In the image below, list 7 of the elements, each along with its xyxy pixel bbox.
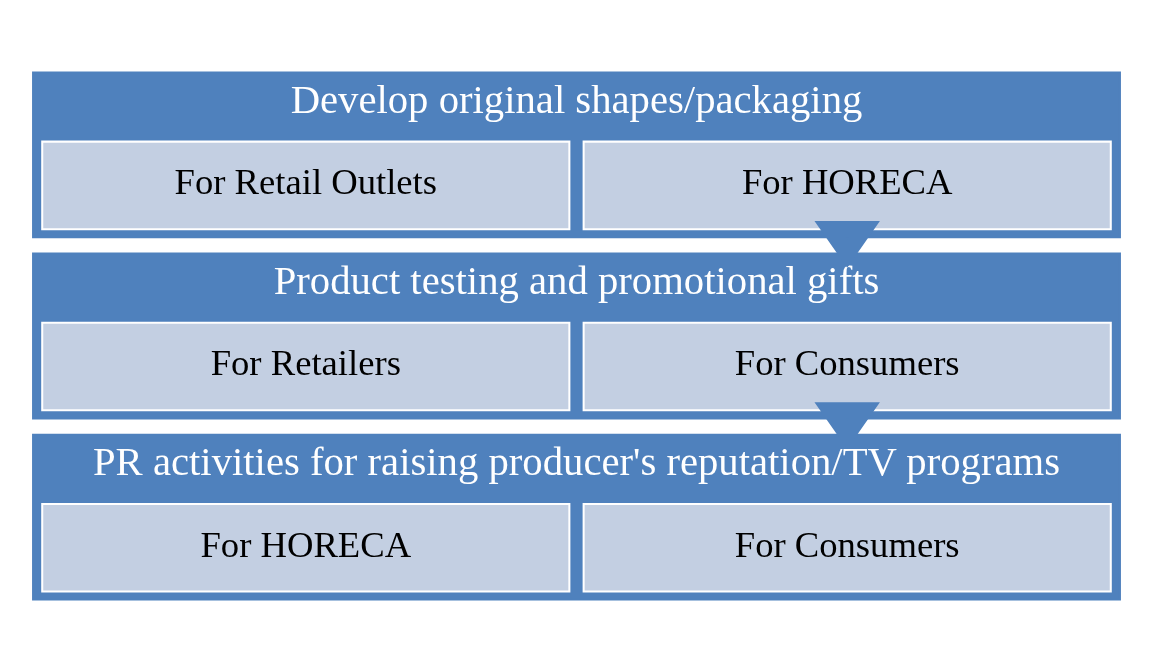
node-box: For Consumers <box>582 321 1112 412</box>
node-box: For Consumers <box>582 502 1112 593</box>
node-box: For Retail Outlets <box>41 140 571 231</box>
node-box: For Retailers <box>41 321 571 412</box>
node-box: For HORECA <box>582 140 1112 231</box>
node-box: For HORECA <box>41 502 571 593</box>
arrow <box>814 221 880 268</box>
